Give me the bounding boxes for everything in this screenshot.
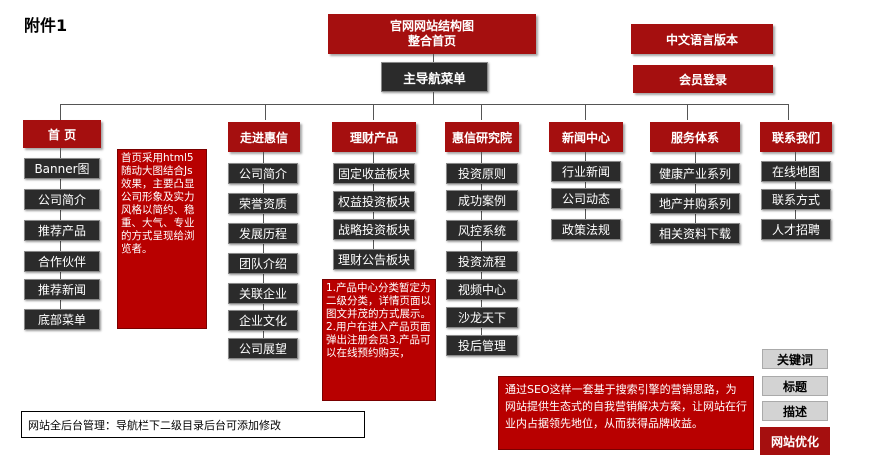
member-login-box: 会员登录 [633,65,773,93]
finance-item: 权益投资板块 [333,191,415,212]
home-header: 首 页 [23,120,101,148]
home-item: 公司简介 [24,189,100,210]
research-header: 惠信研究院 [445,122,519,152]
about-item: 企业文化 [228,310,298,331]
about-item: 公司展望 [228,338,298,359]
news-item: 政策法规 [551,219,621,240]
service-header: 服务体系 [650,122,740,152]
finance-header: 理财产品 [332,122,416,152]
about-column-line [263,152,264,348]
seo-label: 网站优化 [760,427,830,455]
service-item: 健康产业系列 [650,163,740,184]
connector-drop [265,104,266,120]
seo-keyword-box: 关键词 [762,349,828,369]
research-item: 投资原则 [446,163,518,184]
news-item: 公司动态 [551,188,621,209]
contact-item: 在线地图 [761,161,831,182]
connector-drop [585,104,586,120]
site-map-title: 官网网站结构图 [389,19,474,33]
research-item: 沙龙天下 [446,307,518,328]
seo-description-box: 描述 [762,401,828,421]
chinese-version-box: 中文语言版本 [631,24,773,54]
connector-vertical-nav [433,92,434,104]
admin-note: 网站全后台管理：导航栏下二级目录后台可添加修改 [21,411,365,438]
home-note: 首页采用html5随动大图结合Js效果，主要凸显公司形象及实力风格以简约、稳重、… [117,149,207,329]
finance-note: 1.产品中心分类暂定为二级分类，详情页面以图文并茂的方式展示。2.用户在进入产品… [322,279,436,401]
service-column-line [695,152,696,224]
finance-item: 战略投资板块 [333,219,415,240]
connector-drop [687,104,688,120]
connector-horizontal [60,104,788,105]
research-item: 成功案例 [446,190,518,211]
site-map-subtitle: 整合首页 [407,34,456,48]
news-item: 行业新闻 [551,161,621,182]
about-item: 发展历程 [228,223,298,244]
about-item: 团队介绍 [228,253,298,274]
page-title: 附件1 [24,16,68,35]
about-item: 公司简介 [228,163,298,184]
news-column-line [585,152,586,220]
about-item: 荣誉资质 [228,193,298,214]
site-map-box: 官网网站结构图 整合首页 [328,14,536,54]
contact-header: 联系我们 [760,122,832,152]
connector-vertical-main [433,54,434,62]
seo-title-box: 标题 [762,376,828,396]
home-item: 推荐产品 [24,220,100,241]
main-nav-box: 主导航菜单 [381,62,488,92]
home-item: Banner图 [24,158,100,179]
contact-item: 联系方式 [761,189,831,210]
home-item: 合作伙伴 [24,251,100,272]
connector-drop [373,104,374,120]
research-item: 投后管理 [446,335,518,356]
home-item: 推荐新闻 [24,279,100,300]
service-item: 地产并购系列 [650,193,740,214]
about-item: 关联企业 [228,283,298,304]
connector-drop [788,104,789,120]
contact-column-line [795,152,796,222]
research-item: 投资流程 [446,251,518,272]
news-header: 新闻中心 [549,122,623,152]
connector-drop [60,104,61,120]
connector-drop [481,104,482,120]
seo-note: 通过SEO这样一套基于搜索引擎的营销思路，为网站提供生态式的自我营销解决方案，让… [498,376,754,450]
finance-item: 理财公告板块 [333,249,415,270]
research-item: 视频中心 [446,279,518,300]
contact-item: 人才招聘 [761,219,831,240]
finance-item: 固定收益板块 [333,163,415,184]
research-column-line [481,152,482,344]
home-item: 底部菜单 [24,309,100,330]
service-item: 相关资料下载 [650,223,740,244]
research-item: 风控系统 [446,220,518,241]
about-header: 走进惠信 [228,122,300,152]
